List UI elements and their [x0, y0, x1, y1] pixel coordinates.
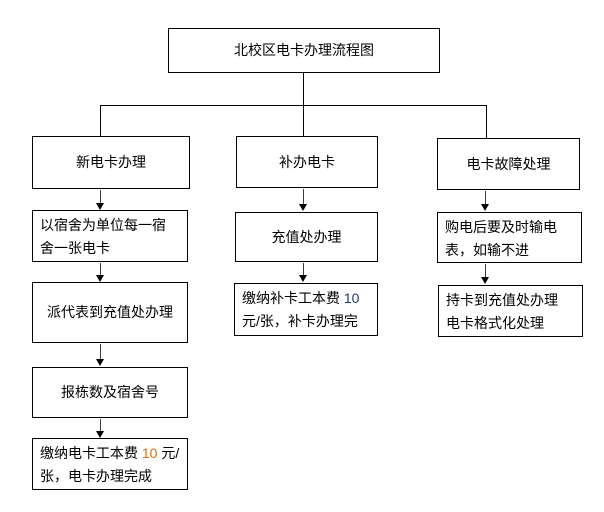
arrow-head-icon [96, 431, 104, 438]
node-new-card-pay-fee: 缴纳电卡工本费 10 元/ 张，电卡办理完成 [32, 438, 188, 490]
down-arrow [299, 263, 308, 282]
connector-middle-drop-line [303, 105, 304, 136]
fee-amount: 10 [343, 290, 360, 306]
node-label: 新电卡办理 [76, 154, 146, 170]
node-report-number: 报栋数及宿舍号 [32, 367, 188, 418]
node-send-rep: 派代表到充值处办理 [32, 282, 188, 343]
node-label: 充值处办理 [271, 228, 342, 245]
arrow-shaft [99, 263, 102, 277]
fee-amount: 10 [141, 445, 158, 461]
down-arrow [96, 190, 105, 210]
node-text-line: 张，电卡办理完成 [40, 468, 152, 484]
page-title: 北校区电卡办理流程图 [234, 42, 374, 58]
arrow-head-icon [96, 275, 104, 282]
connector-horizontal-line [100, 105, 487, 106]
node-card-fault-header: 电卡故障处理 [437, 138, 580, 190]
arrow-head-icon [481, 204, 489, 211]
arrow-shaft [99, 190, 102, 205]
node-reissue-pay-fee: 缴纳补卡工本费 10 元/张，补卡办理完 [234, 283, 378, 336]
node-input-meter: 购电后要及时输电 表，如输不进 [437, 212, 582, 263]
arrow-shaft [302, 263, 305, 277]
arrow-shaft [484, 264, 487, 279]
node-text-line: 购电后要及时输电 [445, 219, 557, 235]
arrow-shaft [484, 191, 487, 206]
node-text-line: 电卡格式化处理 [446, 315, 544, 331]
node-text-line: 持卡到充值处办理 [446, 292, 558, 308]
arrow-head-icon [299, 204, 307, 211]
node-new-card-header: 新电卡办理 [32, 136, 190, 189]
arrow-shaft [302, 189, 305, 206]
arrow-head-icon [481, 277, 489, 284]
node-text-line: 表，如输不进 [445, 242, 529, 258]
down-arrow [96, 419, 105, 438]
down-arrow [96, 263, 105, 282]
down-arrow [299, 189, 308, 211]
arrow-head-icon [299, 275, 307, 282]
arrow-head-icon [96, 203, 104, 210]
arrow-head-icon [96, 359, 104, 366]
connector-title-down-line [303, 73, 304, 105]
node-text-line: 缴纳电卡工本费 10 元/ [40, 442, 182, 465]
down-arrow [96, 344, 105, 366]
node-label: 补办电卡 [279, 153, 335, 170]
node-format-card: 持卡到充值处办理 电卡格式化处理 [438, 285, 583, 337]
node-label: 派代表到充值处办理 [47, 304, 173, 320]
arrow-shaft [99, 344, 102, 361]
down-arrow [481, 191, 490, 211]
arrow-shaft [99, 419, 102, 433]
node-dorm-unit: 以宿舍为单位每一宿 舍一张电卡 [32, 210, 188, 262]
connector-left-drop-line [100, 105, 101, 136]
node-reissue-card-header: 补办电卡 [236, 136, 378, 188]
title-box: 北校区电卡办理流程图 [168, 28, 440, 73]
node-text-line: 元/张，补卡办理完 [242, 313, 358, 329]
node-text-line: 缴纳补卡工本费 10 [242, 287, 372, 310]
node-text-segment: 缴纳补卡工本费 [242, 290, 344, 306]
node-text-line: 以宿舍为单位每一宿 [40, 217, 166, 233]
node-text-line: 舍一张电卡 [40, 240, 110, 256]
node-label: 报栋数及宿舍号 [61, 384, 159, 400]
node-text-segment: 缴纳电卡工本费 [40, 445, 142, 461]
node-label: 电卡故障处理 [466, 155, 551, 172]
connector-right-drop-line [486, 105, 487, 138]
down-arrow [481, 264, 490, 284]
node-text-segment: 元/ [157, 445, 180, 461]
node-recharge-office: 充值处办理 [235, 212, 378, 262]
